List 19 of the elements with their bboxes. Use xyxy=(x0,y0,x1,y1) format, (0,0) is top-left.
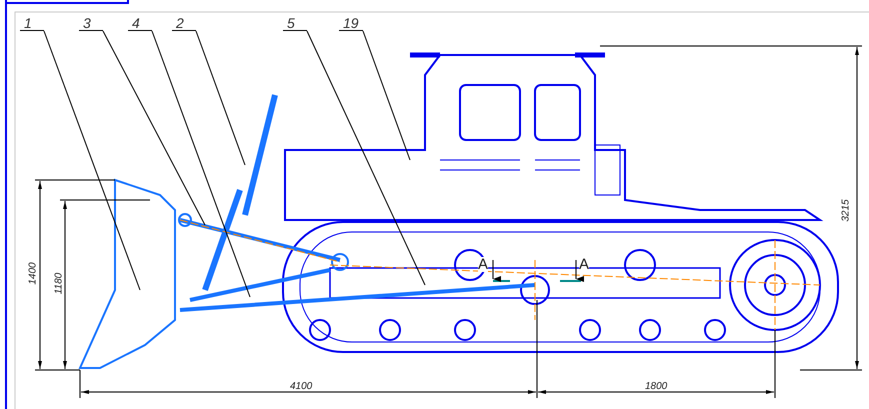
leader-line xyxy=(44,30,140,290)
leader-line xyxy=(362,30,410,160)
callout-number: 5 xyxy=(283,16,307,31)
callout-number: 1 xyxy=(20,16,44,31)
callout-number: 2 xyxy=(172,16,196,31)
section-label: A xyxy=(579,257,590,272)
callout-number: 19 xyxy=(339,16,363,31)
dimension-label: 1400 xyxy=(28,262,39,285)
callout-number: 3 xyxy=(79,16,103,31)
dimension-label: 3215 xyxy=(840,199,852,222)
dimension-label: 1180 xyxy=(53,272,64,294)
section-label: A xyxy=(478,257,488,272)
leader-line xyxy=(102,30,206,226)
dimension-label: 4100 xyxy=(290,381,312,392)
leader-line xyxy=(196,30,246,166)
leader-line xyxy=(152,30,250,298)
dimension-label: 1800 xyxy=(645,381,668,392)
leader-line xyxy=(306,30,426,286)
callout-number: 4 xyxy=(128,16,152,31)
